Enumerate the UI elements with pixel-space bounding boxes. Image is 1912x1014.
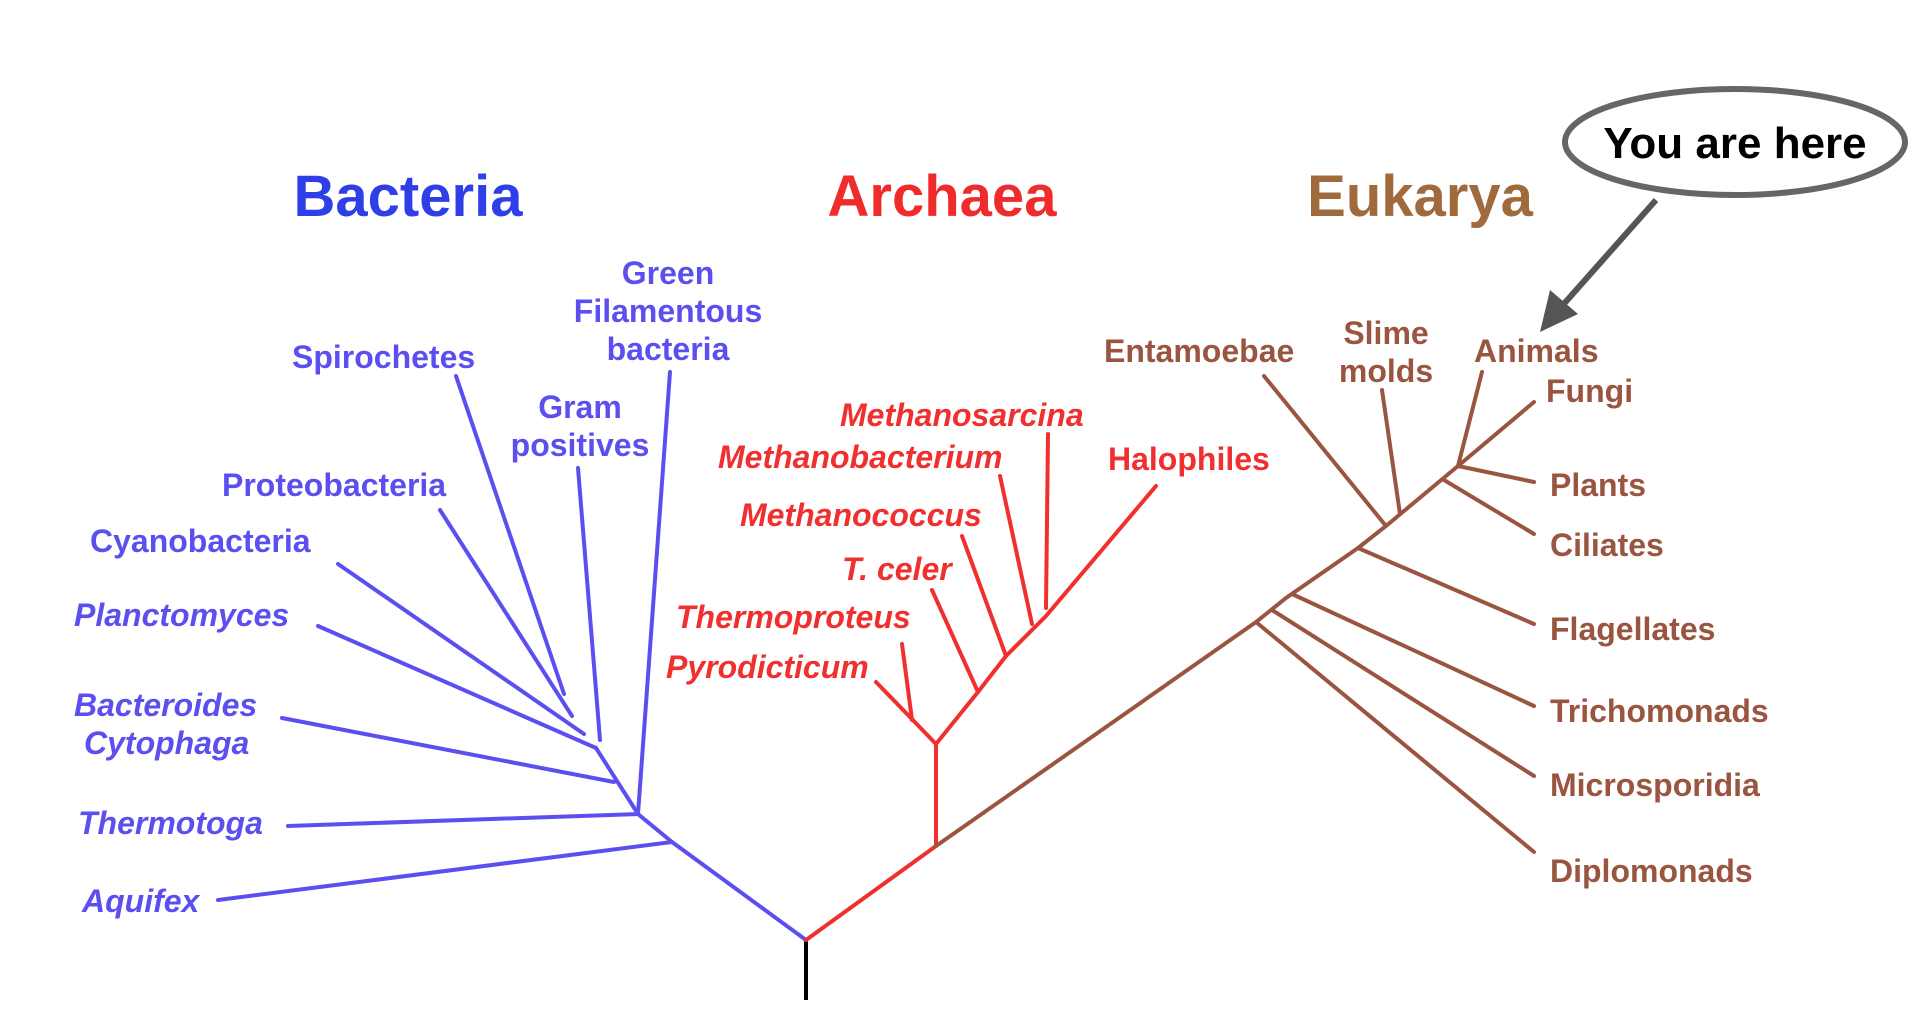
label-flagellates: Flagellates — [1550, 611, 1715, 647]
label-gram: Gram — [538, 389, 622, 425]
callout-text: You are here — [1603, 119, 1866, 168]
label-methanobacterium: Methanobacterium — [718, 439, 1002, 475]
branch-spirochetes — [454, 374, 566, 696]
branch-thermoproteus — [900, 642, 914, 722]
branch-methanococcus — [960, 534, 1008, 658]
label-ciliates: Ciliates — [1550, 527, 1664, 563]
label-thermoproteus: Thermoproteus — [676, 599, 911, 635]
branch-gram-positives — [576, 466, 602, 742]
branch-fungi — [1456, 400, 1536, 468]
eukarya-trunk — [934, 464, 1460, 848]
label-methanococcus: Methanococcus — [740, 497, 982, 533]
branch-proteobacteria — [438, 508, 574, 718]
domain-title-bacteria: Bacteria — [294, 164, 524, 229]
label-methanosarcina: Methanosarcina — [840, 397, 1084, 433]
branch-thermotoga — [286, 812, 640, 828]
branch-entamoebae — [1262, 374, 1388, 528]
label-entamoebae: Entamoebae — [1104, 333, 1294, 369]
callout-ellipse — [1562, 86, 1908, 198]
archaea-branches — [804, 432, 1158, 942]
branch-tceler — [930, 588, 980, 694]
domain-title-eukarya: Eukarya — [1307, 164, 1533, 229]
label-bacteroides: Bacteroides — [74, 687, 257, 723]
label-microsporidia: Microsporidia — [1550, 767, 1760, 803]
label-plants: Plants — [1550, 467, 1646, 503]
label-slime: Slime — [1343, 315, 1428, 351]
branch-bacteroides — [280, 716, 616, 784]
branch-slime-molds — [1380, 388, 1402, 516]
label-bacteria: bacteria — [607, 331, 730, 367]
label-fungi: Fungi — [1546, 373, 1633, 409]
branch-aquifex — [216, 840, 674, 902]
branch-plants — [1456, 464, 1536, 484]
label-planctomyces: Planctomyces — [74, 597, 289, 633]
branch-planctomyces — [316, 624, 598, 750]
label-pyrodicticum: Pyrodicticum — [666, 649, 869, 685]
label-cytophaga: Cytophaga — [84, 725, 249, 761]
callout-arrow-line — [1559, 198, 1659, 308]
domain-title-archaea: Archaea — [828, 164, 1058, 229]
label-trichomonads: Trichomonads — [1550, 693, 1769, 729]
label-spirochetes: Spirochetes — [292, 339, 475, 375]
label-green: Green — [622, 255, 714, 291]
archaea-trunk — [804, 742, 938, 942]
label-animals: Animals — [1474, 333, 1598, 369]
callout-arrow-head — [1540, 290, 1578, 332]
branch-green-filamentous — [636, 370, 672, 816]
branch-flagellates — [1356, 546, 1536, 626]
label-tceler: T. celer — [842, 551, 953, 587]
label-cyanobacteria: Cyanobacteria — [90, 523, 311, 559]
label-filamentous: Filamentous — [574, 293, 762, 329]
branch-methanosarcina — [1044, 432, 1050, 610]
label-molds: molds — [1339, 353, 1433, 389]
branch-microsporidia — [1270, 608, 1536, 778]
branch-pyrodicticum — [874, 680, 938, 746]
label-aquifex: Aquifex — [81, 883, 201, 919]
you-are-here-callout: You are here — [1540, 86, 1908, 332]
eukarya-branches — [934, 370, 1536, 854]
bacteria-trunk — [594, 746, 808, 942]
label-positives: positives — [511, 427, 650, 463]
label-halophiles: Halophiles — [1108, 441, 1270, 477]
branch-methanobacterium — [998, 474, 1034, 626]
branch-cyanobacteria — [336, 562, 586, 736]
branch-trichomonads — [1290, 592, 1536, 708]
branch-diplomonads — [1254, 620, 1536, 854]
bacteria-branches — [216, 370, 808, 942]
label-proteobacteria: Proteobacteria — [222, 467, 446, 503]
branch-ciliates — [1442, 478, 1536, 536]
label-diplomonads: Diplomonads — [1550, 853, 1753, 889]
branch-animals — [1456, 370, 1484, 468]
label-thermotoga: Thermotoga — [78, 805, 263, 841]
